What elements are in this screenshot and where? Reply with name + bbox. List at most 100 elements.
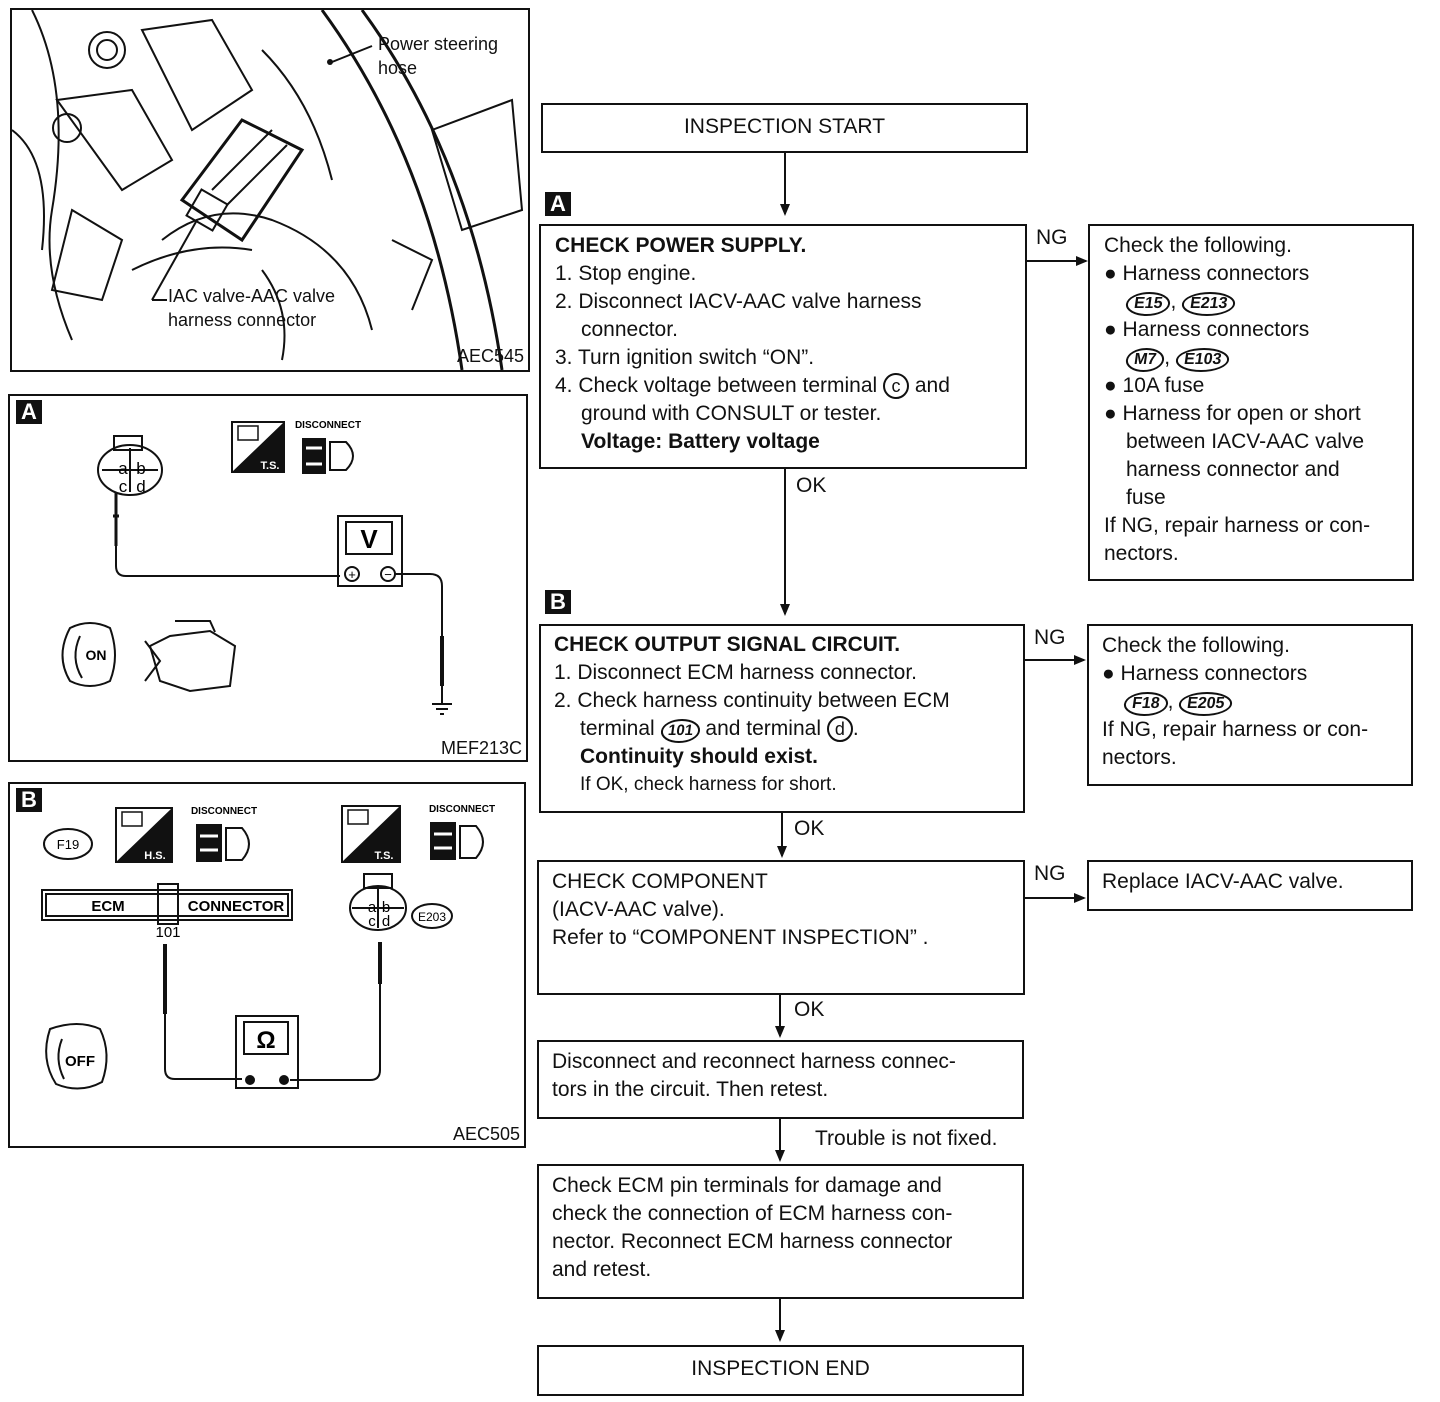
- step-c-line3: Refer to “COMPONENT INSPECTION” .: [552, 926, 929, 949]
- check1-item4a: Harness for open or short: [1122, 402, 1361, 425]
- figure-connector-location: Power steering hose IAC valve-AAC valve …: [10, 8, 530, 372]
- step-a-line4-and: and: [914, 374, 950, 397]
- step-a-spec: Voltage: Battery voltage: [581, 430, 820, 453]
- minus-sign: −: [384, 567, 392, 582]
- check-list-output: Check the following. ● Harness connector…: [1087, 624, 1413, 786]
- key-on-label: ON: [86, 647, 107, 663]
- b-pin-c: c: [368, 913, 376, 930]
- ecm-pin-101: 101: [155, 924, 180, 941]
- check1-item4d: fuse: [1126, 486, 1166, 509]
- ts-badge-icon: [231, 421, 285, 473]
- check2-item1: Harness connectors: [1120, 662, 1308, 685]
- step-e-line1: Check ECM pin terminals for damage and: [552, 1174, 942, 1197]
- ts-badge-b-icon: [341, 805, 401, 863]
- disconnect-label: DISCONNECT: [295, 420, 361, 431]
- disconnect1-label: DISCONNECT: [191, 806, 257, 817]
- terminal-c-symbol: c: [883, 373, 910, 399]
- step-check-output-signal: CHECK OUTPUT SIGNAL CIRCUIT. 1. Disconne…: [539, 624, 1025, 813]
- terminal-d-symbol: d: [826, 716, 853, 742]
- key-off-label: OFF: [65, 1053, 95, 1070]
- check2-title: Check the following.: [1102, 634, 1290, 657]
- b-pin-d: d: [382, 913, 390, 930]
- f19-connector: F19: [57, 837, 79, 852]
- step-e-line3: nector. Reconnect ECM harness connector: [552, 1230, 953, 1253]
- label-trouble-not-fixed: Trouble is not fixed.: [815, 1127, 998, 1150]
- step-e-line4: and retest.: [552, 1258, 652, 1281]
- replace-valve-box: Replace IACV-AAC valve.: [1087, 860, 1413, 911]
- step-a-line4-text: 4. Check voltage between terminal: [555, 374, 878, 397]
- inspection-start-text: INSPECTION START: [683, 115, 886, 138]
- check1-repair2: nectors.: [1104, 542, 1179, 565]
- step-b-spec: Continuity should exist.: [580, 745, 819, 768]
- terminal-101-symbol: 101: [658, 719, 702, 743]
- step-e-line2: check the connection of ECM harness con-: [552, 1202, 953, 1225]
- step-check-ecm-pins: Check ECM pin terminals for damage and c…: [537, 1164, 1024, 1299]
- inspection-start-box: INSPECTION START: [541, 103, 1028, 153]
- label-ok-1: OK: [796, 474, 827, 497]
- voltmeter-symbol: V: [360, 524, 378, 554]
- inspection-end-box: INSPECTION END: [537, 1345, 1024, 1396]
- step-b-line2a: 2. Check harness continuity between ECM: [554, 689, 950, 712]
- bullet-icon: ●: [1102, 662, 1115, 685]
- check1-item1: Harness connectors: [1122, 262, 1310, 285]
- connector-label-line2: harness connector: [168, 310, 317, 330]
- connector-f18: F18: [1122, 692, 1170, 716]
- connector-e15: E15: [1124, 292, 1173, 316]
- label-ok-3: OK: [794, 998, 825, 1021]
- pin-c: c: [119, 477, 128, 496]
- disconnect-icon: [302, 438, 354, 474]
- pin-d: d: [136, 477, 145, 496]
- step-reconnect: Disconnect and reconnect harness connec-…: [537, 1040, 1024, 1119]
- step-a-title: CHECK POWER SUPPLY.: [555, 234, 807, 257]
- label-ng-3: NG: [1034, 862, 1066, 885]
- figure-b-code: AEC505: [452, 1124, 520, 1144]
- check1-title: Check the following.: [1104, 234, 1292, 257]
- step-check-component: CHECK COMPONENT (IACV-AAC valve). Refer …: [537, 860, 1025, 995]
- step-b-and-terminal: and terminal: [705, 717, 821, 740]
- pin-a: a: [118, 459, 128, 478]
- step-a-line2b: connector.: [581, 318, 678, 341]
- label-ng-2: NG: [1034, 626, 1066, 649]
- check1-item4c: harness connector and: [1126, 458, 1340, 481]
- hs-label: H.S.: [144, 850, 165, 862]
- disconnect2-label: DISCONNECT: [429, 804, 495, 815]
- step-b-terminal-text: terminal: [580, 717, 655, 740]
- connector-label: CONNECTOR: [188, 898, 285, 915]
- step-c-line1: CHECK COMPONENT: [552, 870, 768, 893]
- check1-repair1: If NG, repair harness or con-: [1104, 514, 1371, 537]
- connector-e213: E213: [1180, 292, 1238, 316]
- step-b-title: CHECK OUTPUT SIGNAL CIRCUIT.: [554, 633, 901, 656]
- step-a-line2a: 2. Disconnect IACV-AAC valve harness: [555, 290, 922, 313]
- step-d-line1: Disconnect and reconnect harness connec-: [552, 1050, 956, 1073]
- figure-b-continuity-check: B F19 ECM CONNECTOR 101 a b: [8, 782, 526, 1148]
- b-pin-b: b: [382, 899, 390, 916]
- check1-item2: Harness connectors: [1122, 318, 1310, 341]
- connector-e103: E103: [1174, 348, 1231, 372]
- check2-repair1: If NG, repair harness or con-: [1102, 718, 1369, 741]
- bullet-icon: ●: [1104, 374, 1117, 397]
- step-check-power-supply: CHECK POWER SUPPLY. 1. Stop engine. 2. D…: [539, 224, 1027, 469]
- pin-b: b: [136, 459, 145, 478]
- step-a-line4b: ground with CONSULT or tester.: [581, 402, 882, 425]
- step-d-line2: tors in the circuit. Then retest.: [552, 1078, 829, 1101]
- disconnect2-icon: [430, 822, 484, 860]
- figure-a-tag: A: [16, 400, 42, 424]
- figure-b-tag: B: [16, 788, 42, 812]
- hs-badge-icon: [115, 807, 173, 863]
- check1-item3: 10A fuse: [1122, 374, 1205, 397]
- bullet-icon: ●: [1104, 318, 1117, 341]
- label-ng-1: NG: [1036, 226, 1068, 249]
- step-a-line1: 1. Stop engine.: [555, 262, 697, 285]
- b-pin-a: a: [368, 899, 377, 916]
- bullet-icon: ●: [1104, 262, 1117, 285]
- step-c-line2: (IACV-AAC valve).: [552, 898, 725, 921]
- plus-sign: +: [348, 567, 356, 582]
- ts-b-label: T.S.: [375, 850, 394, 862]
- step-a-line4a: 4. Check voltage between terminal c and: [555, 372, 1025, 400]
- disconnect1-icon: [196, 824, 250, 862]
- figure-code: AEC545: [456, 346, 524, 366]
- check1-item4b: between IACV-AAC valve: [1126, 430, 1365, 453]
- step-b-line1: 1. Disconnect ECM harness connector.: [554, 661, 918, 684]
- figure-a-code: MEF213C: [440, 738, 522, 758]
- ts-label: T.S.: [261, 460, 280, 472]
